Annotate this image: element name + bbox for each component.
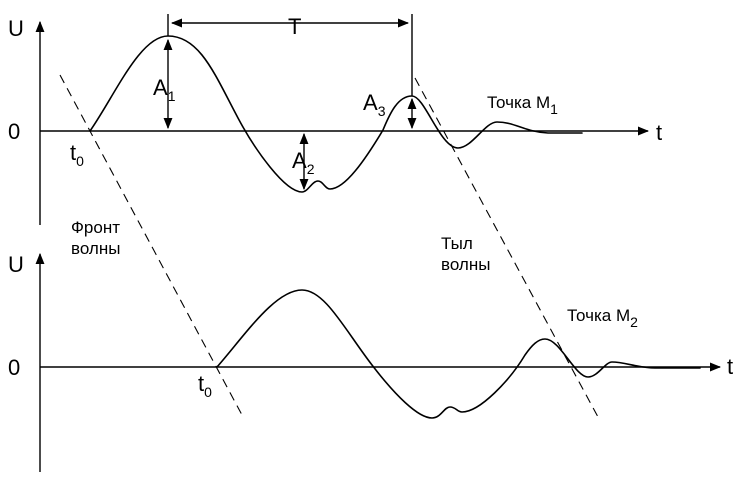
wave-front-label-line1: Фронт	[71, 218, 120, 237]
bottom-x-axis-label: t	[727, 354, 733, 379]
top-waveform	[89, 35, 583, 193]
top-zero-label: 0	[8, 119, 20, 144]
bottom-y-axis-label: U	[8, 252, 24, 277]
bottom-waveform	[216, 289, 701, 419]
top-plot: U t 0 t0 A1 A2 A3 T Точка M1	[8, 14, 662, 225]
point-m2-label: Точка M2	[567, 306, 638, 330]
a2-label: A2	[292, 148, 315, 177]
bottom-zero-label: 0	[8, 355, 20, 380]
point-m1-label: Точка M1	[487, 93, 558, 117]
a1-label: A1	[153, 75, 176, 104]
top-y-axis-label: U	[8, 16, 24, 41]
top-t0-label: t0	[70, 140, 84, 169]
bottom-plot: U t 0 t0 Точка M2	[8, 252, 733, 472]
wave-rear-line	[414, 77, 599, 418]
wave-front-label-line2: волны	[71, 239, 120, 258]
bottom-t0-label: t0	[198, 371, 212, 400]
wave-rear-label-line2: волны	[441, 255, 490, 274]
a3-label: A3	[363, 90, 386, 119]
top-x-axis-label: t	[656, 120, 662, 145]
wave-rear-label-line1: Тыл	[441, 234, 473, 253]
wave-front-line	[59, 74, 243, 416]
period-label: T	[288, 14, 301, 39]
